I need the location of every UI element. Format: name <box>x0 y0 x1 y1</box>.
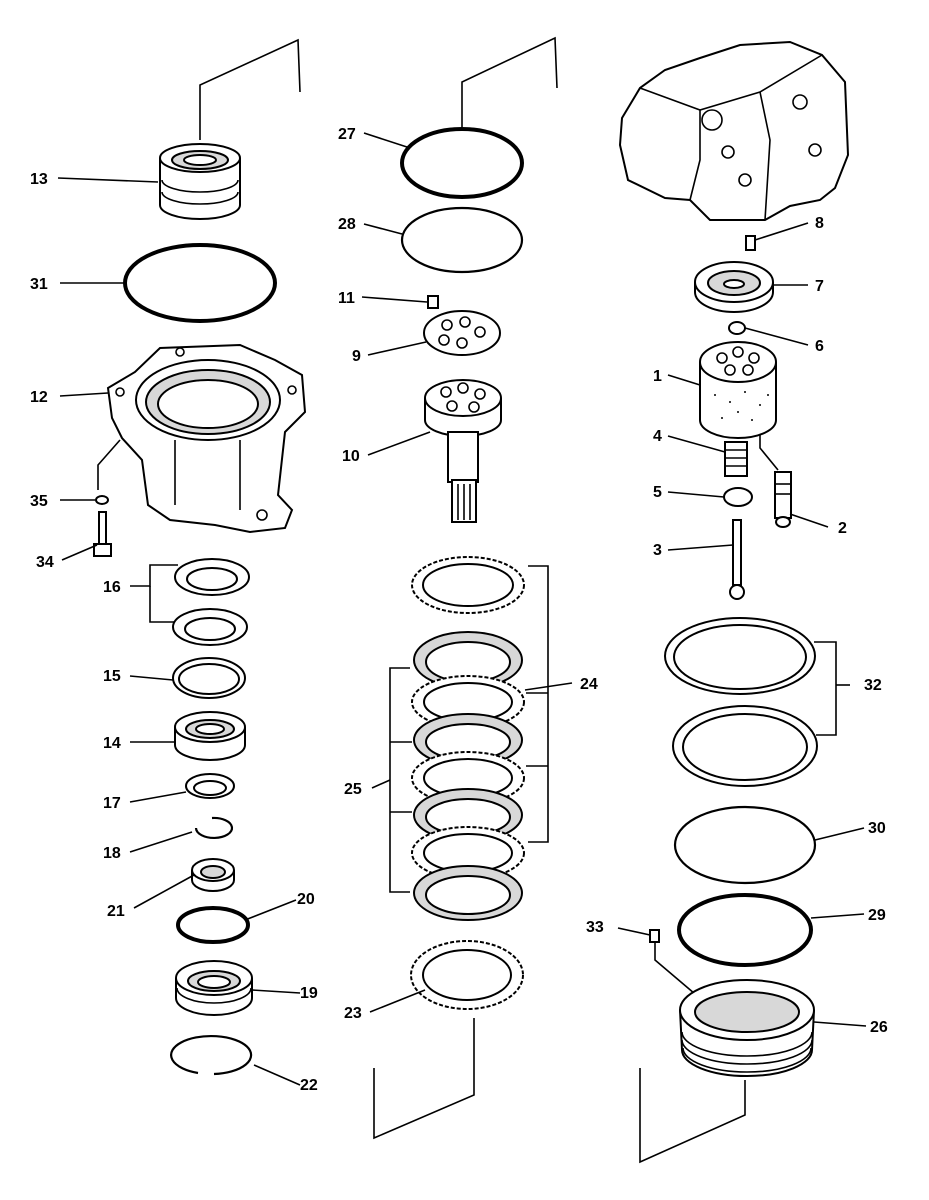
label-3: 3 <box>653 542 662 559</box>
label-9: 9 <box>352 348 361 365</box>
ring-32-lower[interactable] <box>672 705 818 787</box>
assembly-connector-lines <box>97 36 779 1164</box>
label-11: 11 <box>338 290 355 307</box>
label-35: 35 <box>30 493 48 510</box>
o-ring-27[interactable] <box>400 127 524 199</box>
bearing-13[interactable] <box>159 143 241 220</box>
label-23: 23 <box>344 1005 362 1022</box>
label-4: 4 <box>653 428 662 445</box>
label-10: 10 <box>342 448 360 465</box>
label-7: 7 <box>815 278 824 295</box>
ring-16-lower[interactable] <box>172 608 248 646</box>
stipple <box>714 391 769 421</box>
label-1: 1 <box>653 368 662 385</box>
shaft-10[interactable] <box>424 379 502 523</box>
label-14: 14 <box>103 735 121 752</box>
friction-plate-25-2[interactable] <box>413 713 523 767</box>
ring-15[interactable] <box>172 657 246 699</box>
seal-21[interactable] <box>191 858 235 892</box>
label-21: 21 <box>107 903 125 920</box>
label-30: 30 <box>868 820 886 837</box>
snap-ring-18[interactable] <box>194 816 234 840</box>
label-29: 29 <box>868 907 886 924</box>
o-ring-20[interactable] <box>176 906 250 944</box>
housing-12[interactable] <box>106 343 307 534</box>
rod-3[interactable] <box>729 519 745 600</box>
o-ring-29[interactable] <box>677 893 813 967</box>
separator-plate-24-4[interactable] <box>411 826 525 880</box>
pin-11[interactable] <box>427 295 439 309</box>
plug-33[interactable] <box>649 929 660 943</box>
plate-23[interactable] <box>410 940 524 1010</box>
label-17: 17 <box>103 795 121 812</box>
separator-plate-24-2[interactable] <box>411 675 525 729</box>
label-19: 19 <box>300 985 318 1002</box>
friction-plate-25-4[interactable] <box>413 865 523 921</box>
spring-6[interactable] <box>728 321 746 335</box>
label-13: 13 <box>30 171 48 188</box>
label-22: 22 <box>300 1077 318 1094</box>
label-25: 25 <box>344 781 362 798</box>
label-26: 26 <box>870 1019 888 1036</box>
plate-9[interactable] <box>423 310 501 356</box>
label-15: 15 <box>103 668 121 685</box>
label-16: 16 <box>103 579 121 596</box>
label-12: 12 <box>30 389 48 406</box>
motor-body[interactable] <box>618 40 850 221</box>
label-27: 27 <box>338 126 356 143</box>
ring-17[interactable] <box>185 773 235 799</box>
part-number-labels: 13 31 12 35 34 16 15 14 17 18 21 20 19 2… <box>30 126 888 1094</box>
pin-8[interactable] <box>745 235 756 251</box>
bracket-25 <box>389 667 412 893</box>
label-5: 5 <box>653 484 662 501</box>
piston-2[interactable] <box>774 471 792 528</box>
label-6: 6 <box>815 338 824 355</box>
separator-plate-24-1[interactable] <box>411 556 525 614</box>
bracket-32 <box>814 641 850 736</box>
ring-32-upper[interactable] <box>664 617 816 695</box>
seat-5[interactable] <box>723 487 753 507</box>
label-18: 18 <box>103 845 121 862</box>
cover-26[interactable] <box>679 979 815 1077</box>
cylinder-block-1[interactable] <box>699 341 777 439</box>
label-32: 32 <box>864 677 882 694</box>
ring-16-upper[interactable] <box>174 558 250 596</box>
label-20: 20 <box>297 891 315 908</box>
o-ring-28[interactable] <box>400 206 524 274</box>
bracket-24 <box>526 565 549 843</box>
valve-plate-7[interactable] <box>694 261 774 313</box>
label-31: 31 <box>30 276 48 293</box>
label-24: 24 <box>580 676 598 693</box>
o-ring-31[interactable] <box>123 243 277 323</box>
washer-35[interactable] <box>95 495 109 505</box>
label-28: 28 <box>338 216 356 233</box>
bolt-34[interactable] <box>93 511 112 557</box>
spring-4[interactable] <box>724 441 748 477</box>
snap-ring-22[interactable] <box>170 1034 253 1076</box>
leader-lines <box>57 132 867 1086</box>
label-33: 33 <box>586 919 604 936</box>
seal-19[interactable] <box>175 960 253 1016</box>
o-ring-30[interactable] <box>673 805 817 885</box>
label-2: 2 <box>838 520 847 537</box>
label-8: 8 <box>815 215 824 232</box>
label-34: 34 <box>36 554 54 571</box>
bearing-14[interactable] <box>174 711 246 761</box>
friction-plate-25-1[interactable] <box>413 631 523 689</box>
separator-plate-24-3[interactable] <box>411 751 525 805</box>
